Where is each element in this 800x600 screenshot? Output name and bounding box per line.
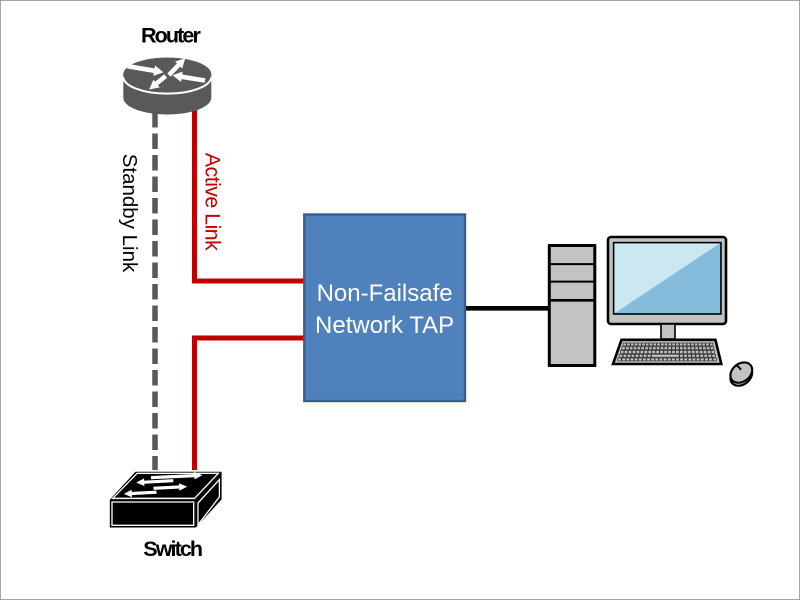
svg-text:Standby Link: Standby Link [118,154,141,273]
svg-text:Network TAP: Network TAP [315,312,454,339]
svg-text:Active Link: Active Link [200,153,224,251]
svg-text:Switch: Switch [143,537,202,561]
svg-text:Non-Failsafe: Non-Failsafe [317,280,453,307]
svg-text:Router: Router [141,24,201,48]
